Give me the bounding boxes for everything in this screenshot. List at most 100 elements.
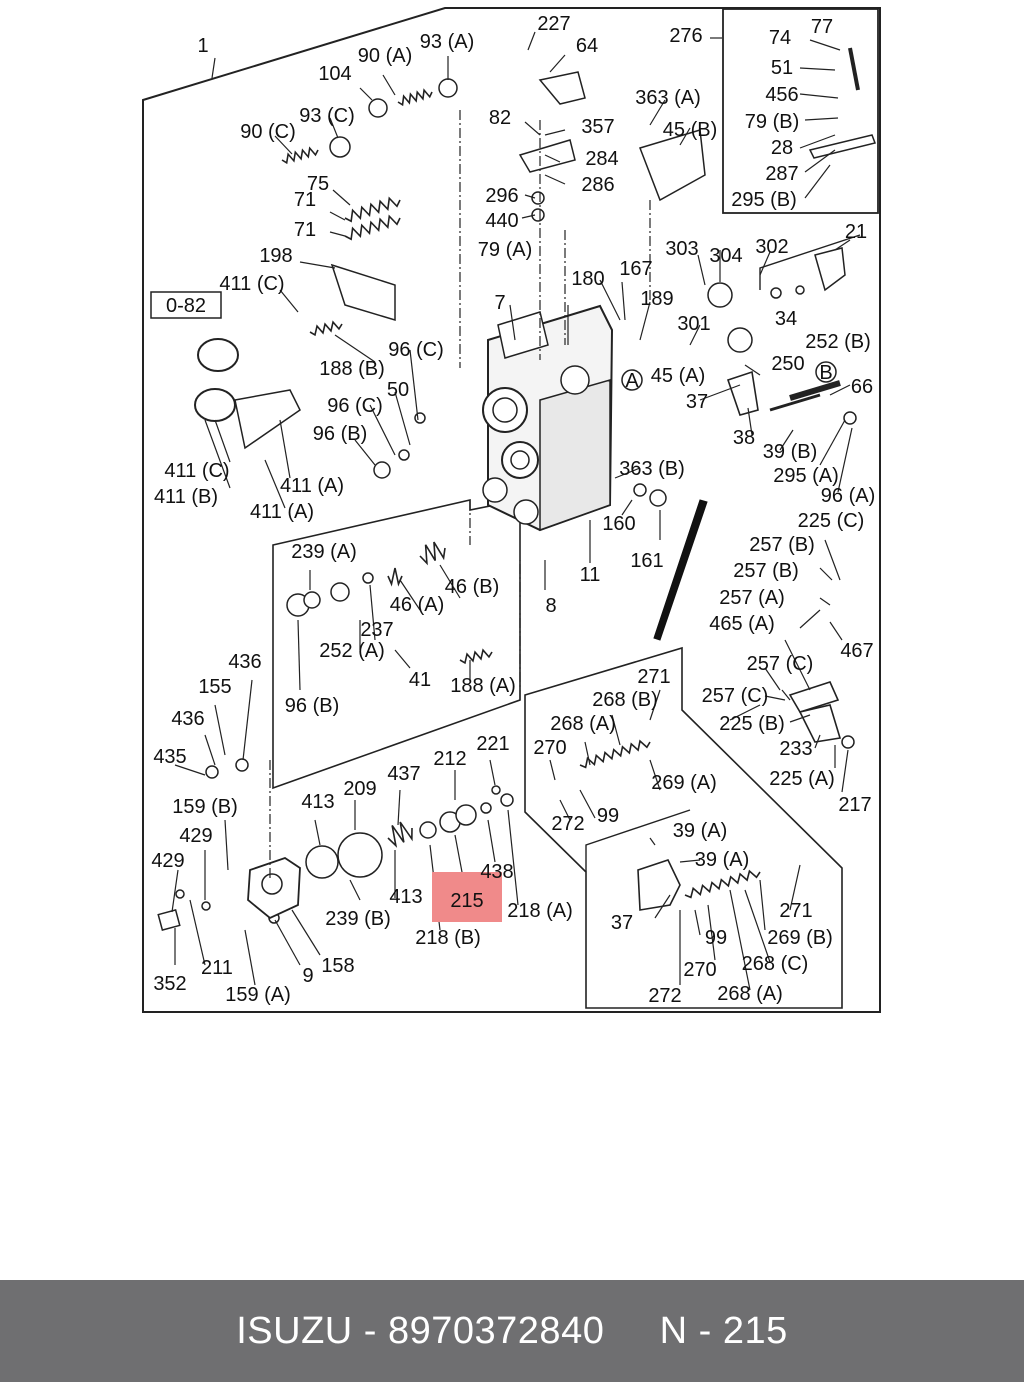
part-label: 99 [705, 927, 727, 949]
link-21 [814, 247, 846, 292]
leader-line [819, 597, 831, 606]
part-label: 198 [259, 245, 292, 267]
leader-line [694, 909, 701, 936]
leader-line [507, 809, 519, 906]
leader-line [214, 704, 226, 756]
part-label: 11 [580, 564, 601, 586]
part-label: 217 [838, 794, 871, 816]
part-label: 303 [665, 238, 698, 260]
shaft-77 [848, 47, 860, 91]
part-label: 96 (B) [313, 423, 367, 445]
leader-line [369, 404, 396, 456]
cover-239b [337, 832, 383, 878]
leader-line [699, 384, 741, 401]
part-label: 257 (B) [733, 560, 799, 582]
leader-line [639, 301, 651, 341]
stud-90c [281, 146, 319, 165]
brand-name: ISUZU [236, 1309, 353, 1352]
part-label: 104 [318, 63, 351, 85]
washer-50 [414, 412, 426, 424]
part-label: 46 (B) [445, 576, 499, 598]
part-label: 304 [709, 245, 742, 267]
part-label: 252 (A) [319, 640, 385, 662]
part-label: 270 [533, 737, 566, 759]
leader-line [279, 289, 299, 313]
actuator-lower [194, 388, 236, 422]
leader-line [764, 695, 786, 701]
part-label: 1 [197, 35, 208, 57]
washer-96c [398, 449, 410, 461]
part-label: 99 [597, 805, 619, 827]
leader-line [729, 704, 761, 721]
leader-line [611, 714, 621, 746]
part-label: 218 (B) [415, 927, 481, 949]
part-label: 233 [779, 738, 812, 760]
part-label: 74 [769, 27, 791, 49]
oring-211 [175, 889, 185, 899]
part-label: 46 (A) [390, 594, 444, 616]
leader-line [759, 879, 766, 931]
leader-line [329, 211, 346, 221]
leader-line [204, 419, 231, 489]
leader-line [291, 909, 321, 956]
oring-429 [201, 901, 211, 911]
kit-reference-box [150, 291, 222, 319]
part-label: 93 (C) [299, 105, 355, 127]
lever-37-upper [726, 370, 759, 416]
part-label: 437 [387, 763, 420, 785]
leader-line [332, 189, 351, 206]
part-label: 96 (C) [388, 339, 444, 361]
leader-line [274, 135, 293, 155]
part-label: 435 [153, 746, 186, 768]
part-label: 96 (C) [327, 395, 383, 417]
nut-218a [500, 793, 514, 807]
spring-268a [579, 739, 651, 769]
leader-line [779, 429, 794, 451]
part-label: 438 [480, 861, 513, 883]
part-label: 82 [489, 107, 511, 129]
leader-line [729, 889, 751, 991]
highlight-box [432, 872, 502, 922]
leader-line [834, 239, 851, 251]
housing-port [482, 477, 508, 503]
leader-line [784, 639, 811, 691]
leader-line [224, 819, 229, 871]
part-label: 225 (B) [719, 713, 785, 735]
part-label: 411 (A) [250, 501, 314, 523]
bracket-302 [707, 282, 733, 308]
leader-line [544, 154, 561, 163]
cap-352 [157, 909, 181, 931]
part-label: 9 [302, 965, 313, 987]
leader-line [744, 889, 771, 963]
leader-line [549, 759, 556, 781]
leader-line [274, 919, 301, 966]
part-label: 188 (B) [319, 358, 385, 380]
part-label: 75 [307, 173, 329, 195]
gap [604, 1310, 659, 1353]
part-label: 456 [765, 84, 798, 106]
part-label: 96 (A) [821, 485, 875, 507]
part-label: 250 [771, 353, 804, 375]
leader-line [747, 407, 753, 436]
timer-cover-hub [261, 873, 283, 895]
part-label: 209 [343, 778, 376, 800]
part-label: 357 [581, 116, 614, 138]
leader-line [549, 54, 566, 73]
spring-71-lower [344, 214, 401, 241]
part-label: 269 (A) [651, 772, 717, 794]
leader-line [759, 251, 771, 276]
kit-reference-label: 0-82 [166, 295, 206, 317]
part-label: 212 [433, 748, 466, 770]
housing-bore-lower [501, 441, 539, 479]
leader-line [524, 121, 541, 136]
part-label: 211 [201, 957, 233, 979]
housing-window [560, 365, 590, 395]
leader-line [799, 134, 836, 149]
piston-413 [305, 845, 339, 879]
leader-line [799, 67, 836, 71]
lever-301 [727, 327, 753, 353]
leader-line [799, 609, 821, 629]
leader-line [211, 57, 216, 79]
part-label: 221 [476, 733, 509, 755]
